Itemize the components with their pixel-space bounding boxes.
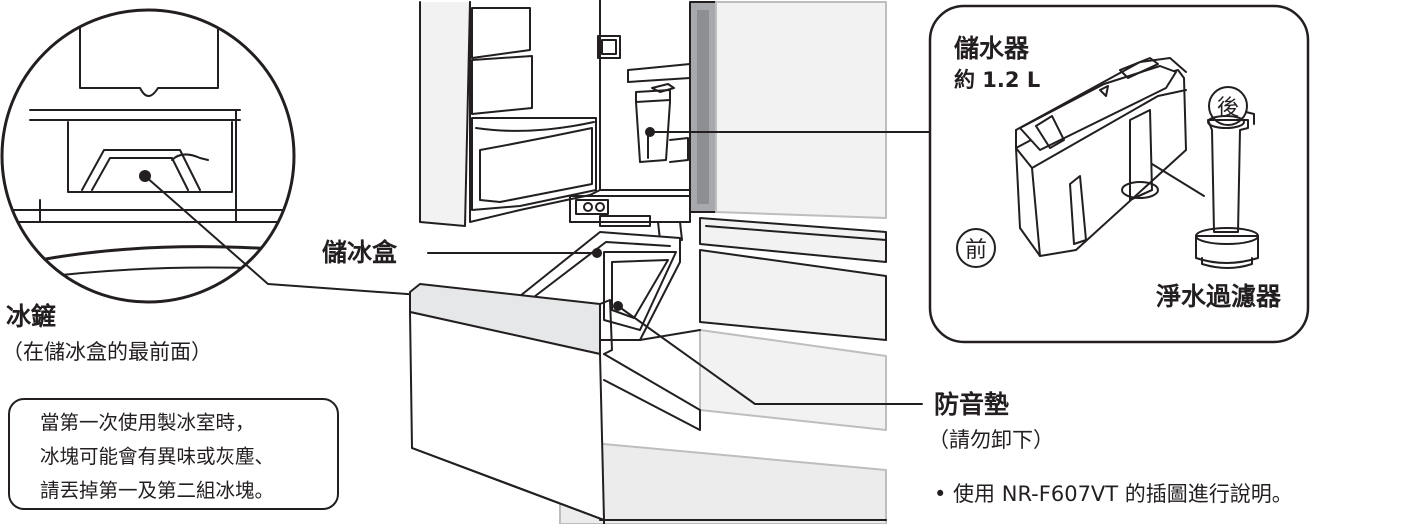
filter-label: 淨水過濾器 [1156, 282, 1282, 311]
mat-leader [617, 305, 923, 405]
notice-line: 當第一次使用製冰室時， [40, 411, 255, 434]
notice-line: 請丟掉第一及第二組冰塊。 [40, 479, 275, 502]
tank-title: 儲水器 [954, 34, 1030, 63]
ice-box-label: 儲冰盒 [322, 238, 398, 267]
ice-tray-note: （在儲冰盒的最前面） [2, 340, 212, 364]
model-note: • 使用 NR-F607VT 的插圖進行說明。 [934, 482, 1293, 506]
ice-tray-magnifier [0, 8, 296, 304]
mat-label: 防音墊 [934, 390, 1010, 419]
tank-capacity: 約 1.2 L [954, 68, 1041, 92]
refrigerator-drawing [409, 0, 887, 524]
water-tank-callout [928, 4, 1310, 344]
notice-line: 冰塊可能會有異味或灰塵、 [40, 445, 275, 468]
notice-box: 當第一次使用製冰室時， 冰塊可能會有異味或灰塵、 請丟掉第一及第二組冰塊。 [8, 398, 339, 510]
front-marker: 前 [956, 228, 996, 268]
rear-label: 後 [1216, 96, 1239, 121]
rear-marker: 後 [1208, 86, 1248, 126]
front-label: 前 [964, 238, 987, 263]
ice-tray-label: 冰鏟 [6, 302, 57, 331]
mat-note: （請勿卸下） [928, 428, 1054, 452]
